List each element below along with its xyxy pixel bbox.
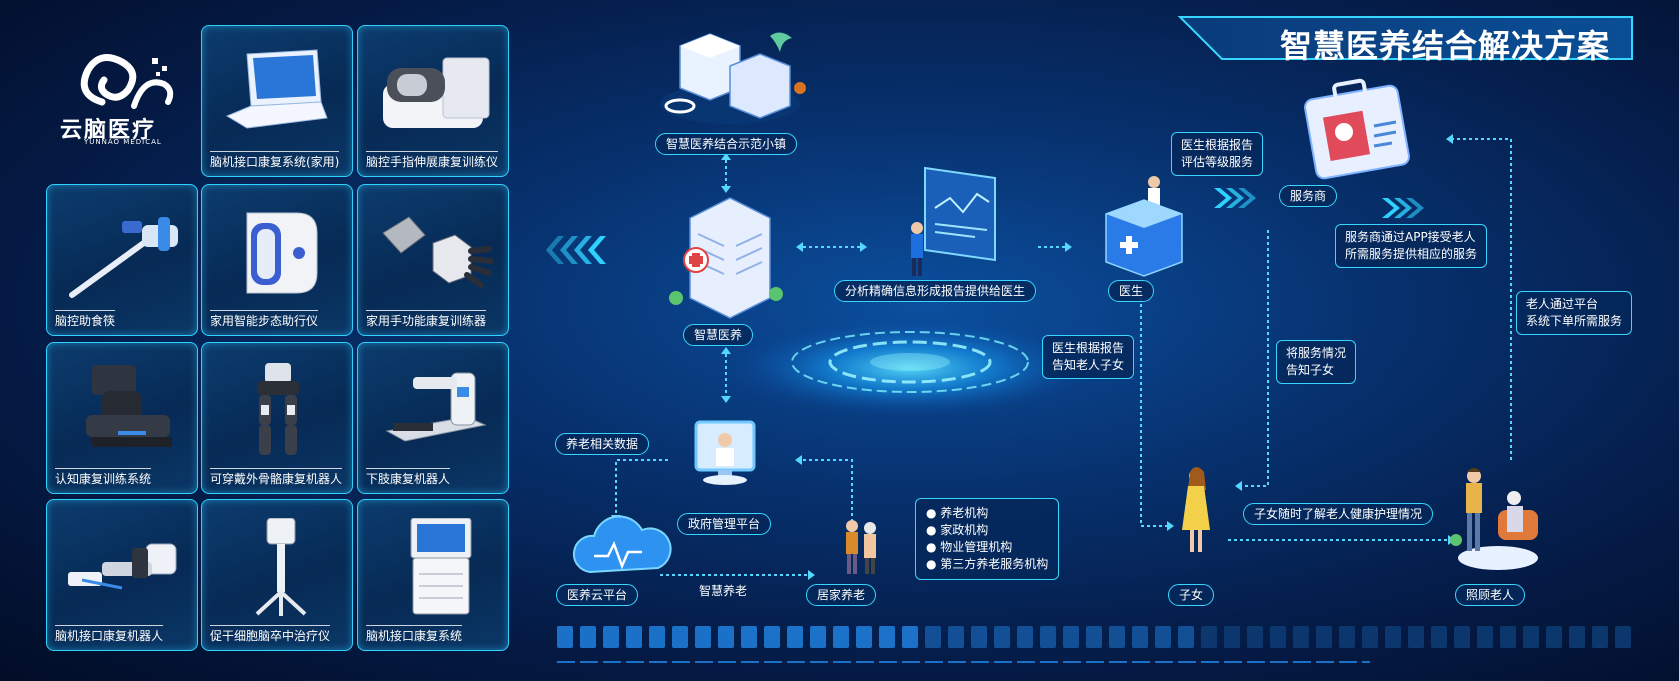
- product-card[interactable]: 脑控手指伸展康复训练仪: [357, 25, 509, 177]
- analysis-illustration: [911, 166, 996, 276]
- product-label: 脑机接口康复系统(家用): [210, 151, 340, 170]
- node-home[interactable]: 居家养老: [806, 584, 877, 606]
- hospital-illustration: [669, 197, 783, 319]
- logo-mark-icon: [80, 54, 174, 109]
- note-line: 告知子女: [1286, 363, 1335, 377]
- note-line: 服务商通过APP接受老人: [1345, 230, 1476, 244]
- note-line: 所需服务提供相应的服务: [1345, 247, 1478, 261]
- note-elder-order: 老人通过平台 系统下单所需服务: [1516, 291, 1633, 335]
- note-line: 医生根据报告: [1052, 341, 1125, 355]
- note-doctor-inform: 医生根据报告 告知老人子女: [1042, 335, 1135, 379]
- product-card[interactable]: 促干细胞脑卒中治疗仪: [201, 499, 353, 651]
- feeding-chopsticks-icon: [69, 217, 178, 298]
- product-label: 脑控助食筷: [55, 310, 116, 329]
- chevrons-right-2: [1382, 198, 1424, 218]
- hand-rehab-icon: [382, 216, 493, 288]
- town-illustration: [660, 32, 806, 124]
- exoskeleton-icon: [257, 363, 299, 455]
- product-label: 认知康复训练系统: [55, 468, 152, 487]
- bci-robot-icon: [68, 543, 177, 590]
- product-label: 家用手功能康复训练器: [366, 310, 487, 329]
- node-town[interactable]: 智慧医养结合示范小镇: [655, 133, 798, 155]
- product-label: 脑机接口康复系统: [366, 625, 463, 644]
- product-card[interactable]: 认知康复训练系统: [46, 342, 198, 494]
- stem-cell-device-icon: [255, 518, 307, 616]
- product-card[interactable]: 脑控助食筷: [46, 184, 198, 336]
- institution-item: 家政机构: [926, 522, 1048, 539]
- note-doctor-report: 医生根据报告 评估等级服务: [1171, 132, 1264, 176]
- node-gov[interactable]: 政府管理平台: [677, 513, 772, 535]
- connectors: [615, 138, 1512, 576]
- note-line: 系统下单所需服务: [1526, 314, 1623, 328]
- cloud-illustration: [572, 515, 672, 574]
- hand-trainer-icon: [383, 57, 490, 128]
- title-frame: [1177, 16, 1633, 60]
- product-card[interactable]: 家用智能步态助行仪: [201, 184, 353, 336]
- node-provider[interactable]: 服务商: [1279, 185, 1338, 207]
- note-smart-eldercare: 智慧养老: [699, 584, 748, 598]
- product-label: 脑控手指伸展康复训练仪: [366, 151, 499, 170]
- institution-item: 养老机构: [926, 505, 1048, 522]
- note-children-know: 子女随时了解老人健康护理情况: [1243, 503, 1434, 525]
- institutions-list: 养老机构 家政机构 物业管理机构 第三方养老服务机构: [915, 498, 1060, 580]
- gait-device-icon: [246, 212, 318, 294]
- institution-item: 第三方养老服务机构: [926, 556, 1048, 573]
- chevrons-left: [546, 236, 606, 264]
- product-label: 家用智能步态助行仪: [210, 310, 319, 329]
- elder-illustration: [1450, 468, 1538, 570]
- node-hospital[interactable]: 智慧医养: [683, 324, 754, 346]
- node-elder[interactable]: 照顾老人: [1455, 584, 1526, 606]
- note-line: 评估等级服务: [1181, 155, 1254, 169]
- node-analysis[interactable]: 分析精确信息形成报告提供给医生: [834, 280, 1037, 302]
- node-children[interactable]: 子女: [1168, 584, 1215, 606]
- gov-illustration: [694, 420, 756, 485]
- product-label: 可穿戴外骨骼康复机器人: [210, 468, 343, 487]
- laptop-icon: [225, 49, 328, 129]
- logo-text: 云脑医疗: [60, 118, 157, 143]
- chevrons-right-1: [1214, 188, 1256, 208]
- product-card[interactable]: 脑机接口康复系统: [357, 499, 509, 651]
- node-doctor[interactable]: 医生: [1108, 280, 1155, 302]
- cognitive-chair-icon: [86, 365, 172, 447]
- product-label: 下肢康复机器人: [366, 468, 451, 487]
- platform-glow: [730, 320, 1090, 416]
- bci-system-icon: [410, 518, 472, 615]
- lower-limb-robot-icon: [385, 372, 487, 442]
- product-card[interactable]: 下肢康复机器人: [357, 342, 509, 494]
- bottom-bars: [557, 626, 1631, 663]
- note-line: 将服务情况: [1286, 346, 1347, 360]
- doctor-illustration: [1105, 176, 1183, 277]
- product-label: 促干细胞脑卒中治疗仪: [210, 625, 331, 644]
- logo-subtext: YUNNAO MEDICAL: [84, 138, 162, 146]
- provider-illustration: [1304, 78, 1410, 180]
- product-label: 脑机接口康复机器人: [55, 625, 164, 644]
- arrowheads: [611, 134, 1455, 580]
- home-illustration: [846, 520, 876, 574]
- institution-item: 物业管理机构: [926, 539, 1048, 556]
- note-line: 老人通过平台: [1526, 297, 1599, 311]
- note-line: 告知老人子女: [1052, 358, 1125, 372]
- title-banner: 智慧医养结合解决方案: [1180, 17, 1632, 65]
- note-line: 医生根据报告: [1181, 138, 1254, 152]
- product-card[interactable]: 脑机接口康复机器人: [46, 499, 198, 651]
- node-cloud[interactable]: 医养云平台: [556, 584, 639, 606]
- page-title: 智慧医养结合解决方案: [1279, 27, 1610, 65]
- note-provider-app: 服务商通过APP接受老人 所需服务提供相应的服务: [1335, 224, 1488, 268]
- product-card[interactable]: 脑机接口康复系统(家用): [201, 25, 353, 177]
- children-illustration: [1182, 467, 1210, 552]
- note-service-inform: 将服务情况 告知子女: [1276, 340, 1357, 384]
- note-eldercare-data: 养老相关数据: [555, 433, 650, 455]
- product-card[interactable]: 可穿戴外骨骼康复机器人: [201, 342, 353, 494]
- product-card[interactable]: 家用手功能康复训练器: [357, 184, 509, 336]
